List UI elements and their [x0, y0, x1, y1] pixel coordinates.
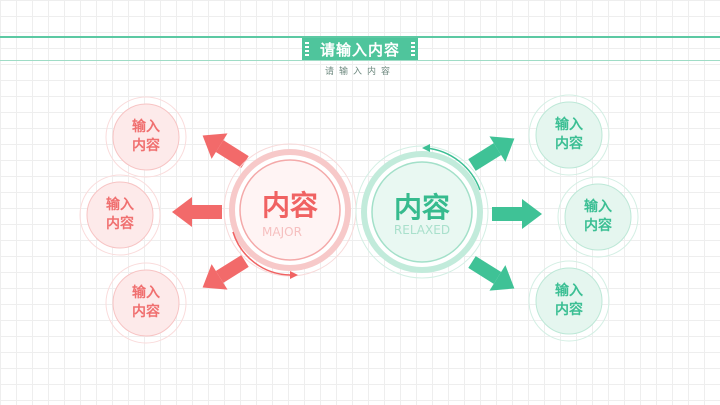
arrow-left [172, 197, 222, 227]
arrow-down-right [468, 256, 515, 291]
left-hub-label: 内容 [261, 189, 318, 222]
right-node-2-line1: 输入 [584, 199, 612, 215]
left-node-1-line1: 输入 [132, 119, 160, 135]
left-node-3-line2: 内容 [132, 304, 160, 320]
right-node-3: 输入 内容 [534, 282, 604, 320]
left-node-3-line1: 输入 [132, 285, 160, 301]
arrow-down-left [202, 255, 249, 290]
left-arrows [172, 133, 249, 290]
left-node-circles [79, 96, 187, 344]
left-node-2-line2: 内容 [106, 216, 134, 232]
left-hub-sublabel: MAJOR [262, 225, 302, 239]
header-line-top [0, 36, 720, 38]
right-node-2: 输入 内容 [563, 198, 633, 236]
right-node-3-line1: 输入 [555, 283, 583, 299]
right-hub-sublabel: RELAXED [393, 223, 451, 237]
arrow-up-right [468, 136, 515, 171]
right-arrows [468, 136, 542, 291]
right-node-circles [528, 94, 639, 342]
header-line-bottom [0, 60, 720, 61]
right-hub-label: 内容 [393, 191, 450, 224]
right-node-1: 输入 内容 [534, 116, 604, 154]
left-node-2: 输入 内容 [85, 196, 155, 234]
page-subtitle: 请输入内容 [324, 67, 395, 77]
right-hub [355, 144, 489, 279]
left-node-1-line2: 内容 [132, 138, 160, 154]
left-node-1: 输入 内容 [111, 118, 181, 156]
page-title: 请输入内容 [302, 38, 418, 60]
right-node-1-line1: 输入 [555, 117, 583, 133]
right-node-3-line2: 内容 [555, 302, 583, 318]
arrow-up-left [202, 133, 249, 168]
left-hub [223, 143, 357, 279]
left-node-3: 输入 内容 [111, 284, 181, 322]
right-node-1-line2: 内容 [555, 136, 583, 152]
left-node-2-line1: 输入 [106, 197, 134, 213]
right-node-2-line2: 内容 [584, 218, 612, 234]
arrow-right [492, 199, 542, 229]
